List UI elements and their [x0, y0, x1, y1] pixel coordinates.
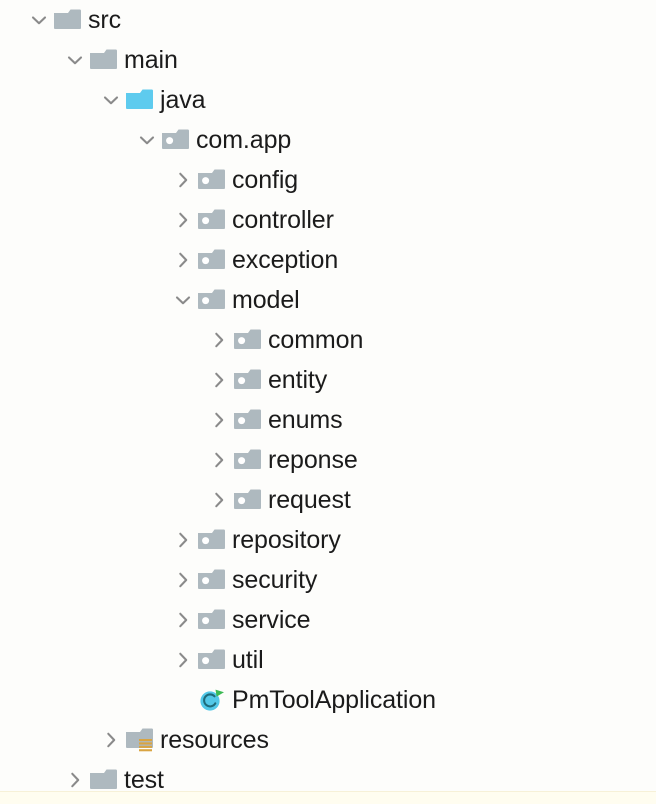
tree-row[interactable]: resources: [0, 720, 656, 760]
package-folder-icon: [234, 480, 264, 520]
tree-item-label: security: [232, 566, 318, 594]
tree-row[interactable]: java: [0, 80, 656, 120]
tree-row[interactable]: controller: [0, 200, 656, 240]
package-folder-icon: [198, 520, 228, 560]
folder-icon: [90, 40, 120, 80]
chevron-right-icon[interactable]: [168, 640, 198, 680]
tree-row[interactable]: test: [0, 760, 656, 800]
tree-row[interactable]: PmToolApplication: [0, 680, 656, 720]
tree-item-label: entity: [268, 366, 328, 394]
package-folder-icon: [198, 280, 228, 320]
tree-row[interactable]: enums: [0, 400, 656, 440]
tree-row[interactable]: entity: [0, 360, 656, 400]
package-folder-icon: [162, 120, 192, 160]
tree-item-label: resources: [160, 726, 269, 754]
tree-item-label: com.app: [196, 126, 292, 154]
chevron-right-icon[interactable]: [204, 440, 234, 480]
package-folder-icon: [198, 640, 228, 680]
chevron-right-icon[interactable]: [96, 720, 126, 760]
tree-row[interactable]: exception: [0, 240, 656, 280]
chevron-down-icon[interactable]: [132, 120, 162, 160]
resources-folder-icon: [126, 720, 156, 760]
chevron-right-icon[interactable]: [168, 560, 198, 600]
tree-row[interactable]: util: [0, 640, 656, 680]
package-folder-icon: [198, 600, 228, 640]
package-folder-icon: [234, 400, 264, 440]
tree-row[interactable]: src: [0, 0, 656, 40]
tree-item-label: controller: [232, 206, 334, 234]
tree-row[interactable]: service: [0, 600, 656, 640]
chevron-right-icon[interactable]: [168, 600, 198, 640]
tree-item-label: java: [160, 86, 206, 114]
tree-item-label: common: [268, 326, 364, 354]
package-folder-icon: [198, 160, 228, 200]
tree-item-label: test: [124, 766, 164, 794]
tree-item-label: repository: [232, 526, 341, 554]
tree-row[interactable]: com.app: [0, 120, 656, 160]
chevron-down-icon[interactable]: [96, 80, 126, 120]
tree-row[interactable]: request: [0, 480, 656, 520]
tree-item-label: reponse: [268, 446, 358, 474]
chevron-right-icon[interactable]: [60, 760, 90, 800]
spring-boot-application-class-icon: [198, 680, 228, 720]
bottom-status-strip: [0, 791, 656, 804]
tree-item-label: PmToolApplication: [232, 686, 436, 714]
package-folder-icon: [234, 320, 264, 360]
tree-row[interactable]: main: [0, 40, 656, 80]
folder-icon: [54, 0, 84, 40]
chevron-right-icon[interactable]: [204, 480, 234, 520]
package-folder-icon: [234, 360, 264, 400]
tree-item-label: src: [88, 6, 122, 34]
tree-item-label: main: [124, 46, 178, 74]
chevron-down-icon[interactable]: [24, 0, 54, 40]
chevron-right-icon[interactable]: [204, 360, 234, 400]
package-folder-icon: [198, 240, 228, 280]
tree-item-label: service: [232, 606, 311, 634]
tree-item-label: config: [232, 166, 299, 194]
tree-row[interactable]: security: [0, 560, 656, 600]
folder-icon: [90, 760, 120, 800]
tree-item-label: enums: [268, 406, 343, 434]
chevron-down-icon[interactable]: [168, 280, 198, 320]
tree-row[interactable]: reponse: [0, 440, 656, 480]
tree-item-label: request: [268, 486, 351, 514]
chevron-right-icon[interactable]: [168, 200, 198, 240]
package-folder-icon: [198, 200, 228, 240]
chevron-right-icon[interactable]: [204, 400, 234, 440]
tree-item-label: exception: [232, 246, 339, 274]
tree-row[interactable]: common: [0, 320, 656, 360]
chevron-down-icon[interactable]: [60, 40, 90, 80]
chevron-right-icon[interactable]: [168, 520, 198, 560]
tree-row[interactable]: repository: [0, 520, 656, 560]
package-folder-icon: [198, 560, 228, 600]
tree-twisty-placeholder: [168, 680, 198, 720]
folder-java-sources-icon: [126, 80, 156, 120]
tree-row[interactable]: config: [0, 160, 656, 200]
chevron-right-icon[interactable]: [204, 320, 234, 360]
chevron-right-icon[interactable]: [168, 240, 198, 280]
package-folder-icon: [234, 440, 264, 480]
tree-row[interactable]: model: [0, 280, 656, 320]
chevron-right-icon[interactable]: [168, 160, 198, 200]
tree-item-label: util: [232, 646, 264, 674]
tree-item-label: model: [232, 286, 300, 314]
